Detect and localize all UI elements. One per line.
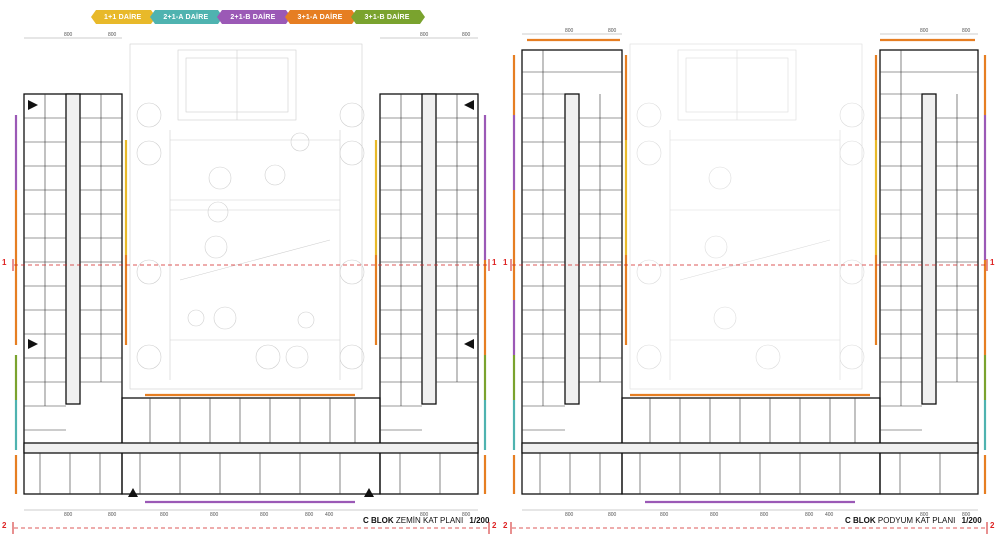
dim-bot-right-h: 800 (920, 512, 929, 518)
dim-top-right-c: 800 (920, 28, 929, 34)
left-plan-entrance-arrows (28, 100, 474, 497)
section-mark-1-left: 1 (2, 258, 7, 267)
dim-bot-right-i: 800 (962, 512, 971, 518)
dim-bot-right-g: 400 (825, 512, 834, 518)
section-mark-2-right: 2 (503, 521, 508, 530)
right-plan-title: C BLOK PODYUM KAT PLANI 1/200 (845, 516, 982, 525)
right-plan-rooms (522, 50, 978, 494)
section-mark-2-left-end: 2 (492, 521, 497, 530)
section-lines (14, 264, 988, 529)
dim-bot-right-b: 800 (608, 512, 617, 518)
right-plan-walls (521, 49, 979, 495)
left-plan-title-rest: ZEMİN KAT PLANI (393, 516, 464, 525)
dim-bot-left-d: 800 (210, 512, 219, 518)
right-plan-scale: 1/200 (961, 516, 982, 525)
section-mark-1-right: 1 (503, 258, 508, 267)
left-plan-title-bold: C BLOK (363, 516, 394, 525)
dim-top-right-b: 800 (608, 28, 617, 34)
dim-bot-right-d: 800 (710, 512, 719, 518)
legend-3plus1-b: 3+1-B DAİRE (351, 10, 425, 24)
dim-top-left-a: 800 (64, 32, 73, 38)
dim-bot-left-i: 800 (462, 512, 471, 518)
left-courtyard (129, 43, 365, 390)
dim-bot-left-b: 800 (108, 512, 117, 518)
dim-bot-left-c: 800 (160, 512, 169, 518)
dim-top-right-d: 800 (962, 28, 971, 34)
right-courtyard (629, 43, 865, 390)
section-mark-2-left: 2 (2, 521, 7, 530)
dim-bot-left-f: 800 (305, 512, 314, 518)
dim-top-left-b: 800 (108, 32, 117, 38)
left-plan-apartment-bars (14, 115, 487, 504)
right-plan-title-bold: C BLOK (845, 516, 876, 525)
dim-top-right-a: 800 (565, 28, 574, 34)
dim-bot-right-e: 800 (760, 512, 769, 518)
dim-bot-left-a: 800 (64, 512, 73, 518)
section-mark-1-left-end: 1 (492, 258, 497, 267)
right-plan-title-rest: PODYUM KAT PLANI (875, 516, 956, 525)
dim-bot-left-e: 800 (260, 512, 269, 518)
dim-bot-right-c: 800 (660, 512, 669, 518)
dim-bot-left-g: 400 (325, 512, 334, 518)
section-mark-1-right-end: 1 (990, 258, 995, 267)
dim-top-left-d: 800 (462, 32, 471, 38)
left-plan-rooms (24, 94, 478, 494)
dim-bot-right-a: 800 (565, 512, 574, 518)
dim-bot-left-h: 800 (420, 512, 429, 518)
apartment-type-legend: 1+1 DAİRE 2+1-A DAİRE 2+1-B DAİRE 3+1-A … (90, 10, 425, 24)
dim-bot-right-f: 800 (805, 512, 814, 518)
right-plan-apartment-bars (512, 38, 987, 504)
left-plan-walls (23, 93, 479, 495)
dimension-labels: 800 800 800 800 800 800 800 800 800 800 … (64, 28, 971, 518)
section-mark-2-right-end: 2 (990, 521, 995, 530)
left-plan-title: C BLOK ZEMİN KAT PLANI 1/200 (363, 516, 489, 525)
left-plan-scale: 1/200 (469, 516, 490, 525)
dimension-lines (24, 33, 978, 511)
dim-top-left-c: 800 (420, 32, 429, 38)
section-brackets (12, 259, 988, 534)
